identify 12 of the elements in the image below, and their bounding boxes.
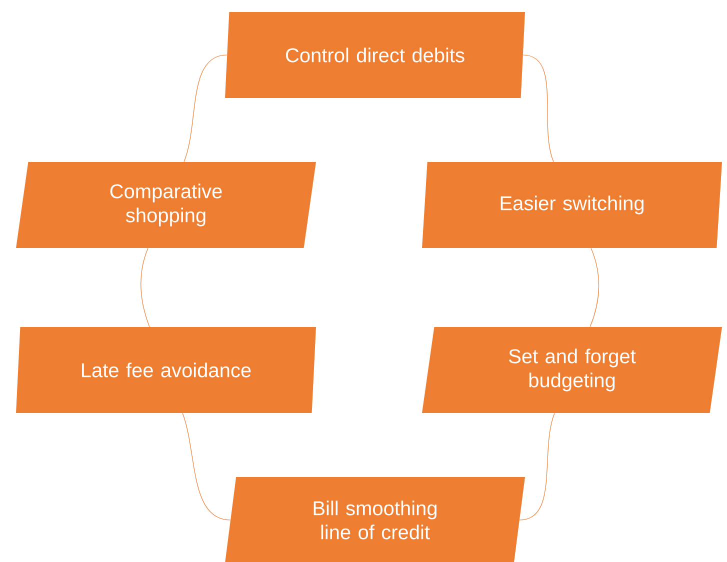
parallelogram-box: Control direct debits [225, 12, 525, 98]
parallelogram-box: Bill smoothing line of credit [225, 477, 525, 562]
parallelogram-box: Late fee avoidance [16, 327, 316, 413]
connector-arc [140, 248, 150, 328]
connector-arc [184, 54, 228, 162]
parallelogram-box: Comparative shopping [16, 162, 316, 248]
parallelogram-box: Set and forget budgeting [422, 327, 722, 413]
connector-arc [590, 248, 600, 328]
connector-arc [519, 412, 555, 520]
connector-arc [182, 412, 231, 520]
parallelogram-box: Easier switching [422, 162, 722, 248]
connector-arc [522, 54, 554, 162]
